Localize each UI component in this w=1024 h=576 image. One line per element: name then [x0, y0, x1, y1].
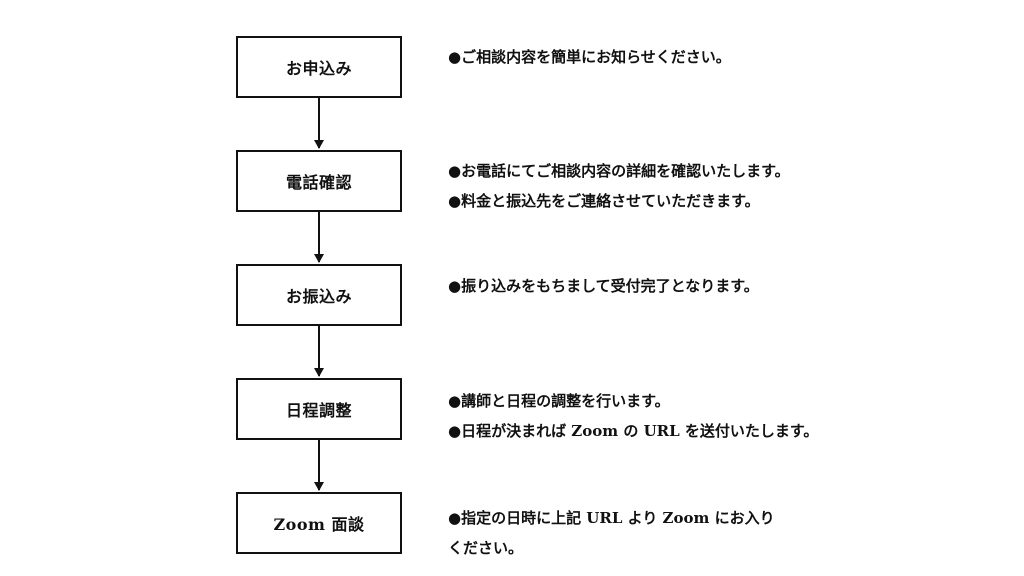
arrow-connector	[314, 212, 324, 263]
step-description-phone-confirmation: ●お電話にてご相談内容の詳細を確認いたします。 ●料金と振込先をご連絡させていた…	[448, 156, 790, 216]
description-line: ください。	[448, 539, 524, 557]
step-box-schedule-adjustment: 日程調整	[236, 378, 402, 440]
step-label: お申込み	[285, 59, 352, 78]
description-line: ●ご相談内容を簡単にお知らせください。	[448, 48, 731, 66]
description-line: ●振り込みをもちまして受付完了となります。	[448, 277, 759, 295]
step-description-application: ●ご相談内容を簡単にお知らせください。	[448, 42, 731, 72]
description-line: ●指定の日時に上記 URL より Zoom にお入り	[448, 509, 775, 527]
description-line: ●講師と日程の調整を行います。	[448, 392, 670, 410]
step-label: お振込み	[285, 287, 352, 306]
step-box-phone-confirmation: 電話確認	[236, 150, 402, 212]
arrow-connector	[314, 440, 324, 491]
step-box-payment: お振込み	[236, 264, 402, 326]
step-label: Zoom 面談	[273, 515, 365, 534]
arrow-connector	[314, 326, 324, 377]
arrow-connector	[314, 98, 324, 149]
step-description-schedule-adjustment: ●講師と日程の調整を行います。 ●日程が決まれば Zoom の URL を送付い…	[448, 386, 818, 446]
step-label: 日程調整	[285, 401, 352, 420]
step-description-zoom-meeting: ●指定の日時に上記 URL より Zoom にお入り ください。	[448, 503, 775, 563]
step-label: 電話確認	[285, 173, 352, 192]
step-box-application: お申込み	[236, 36, 402, 98]
step-description-payment: ●振り込みをもちまして受付完了となります。	[448, 271, 759, 301]
step-box-zoom-meeting: Zoom 面談	[236, 492, 402, 554]
description-line: ●料金と振込先をご連絡させていただきます。	[448, 192, 760, 210]
description-line: ●お電話にてご相談内容の詳細を確認いたします。	[448, 162, 790, 180]
description-line: ●日程が決まれば Zoom の URL を送付いたします。	[448, 422, 819, 440]
